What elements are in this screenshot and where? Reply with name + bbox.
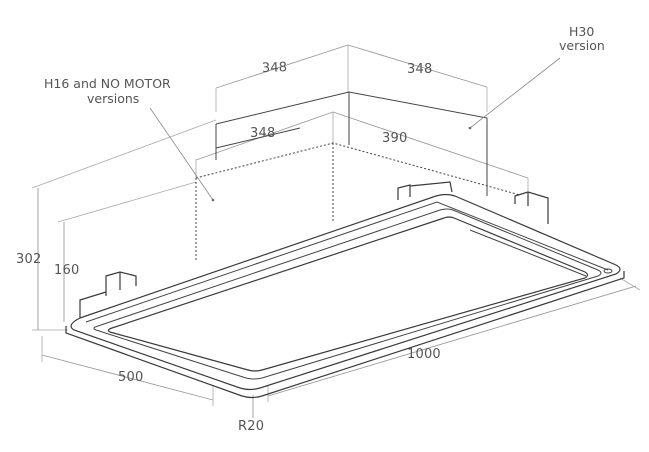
dim-length: 1000 [407, 347, 441, 362]
version-labels: H30 version H16 and NO MOTOR versions [44, 24, 605, 106]
h16-label-line1: H16 and NO MOTOR [44, 76, 171, 91]
h30-label-line2: version [559, 38, 605, 53]
leader-lines [149, 57, 561, 202]
dim-motor-width-top: 348 [262, 60, 288, 76]
h16-motor-box [195, 142, 521, 262]
ceiling-hood-panel [65, 193, 625, 399]
dim-motor-depth-lower: 390 [382, 131, 407, 146]
h16-label-line2: versions [87, 91, 139, 106]
dim-depth: 500 [118, 370, 143, 385]
h30-label-line1: H30 [569, 24, 594, 39]
dim-motor-width-lower: 348 [250, 126, 275, 141]
h30-motor-box [215, 91, 488, 196]
dim-total-height: 302 [16, 252, 41, 267]
mounting-brackets [79, 181, 549, 318]
dim-motor-depth-top: 348 [407, 62, 432, 77]
dim-low-height: 160 [54, 263, 79, 278]
dim-corner-radius: R20 [238, 419, 264, 434]
dimension-labels: 348 348 348 390 302 160 500 1000 R20 [16, 60, 441, 434]
